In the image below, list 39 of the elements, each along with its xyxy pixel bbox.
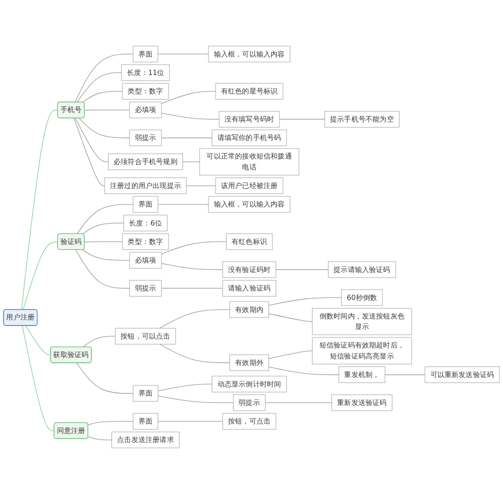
connector: [158, 204, 209, 205]
connector: [22, 325, 55, 432]
connector: [268, 297, 342, 306]
connector: [75, 118, 109, 162]
connector: [159, 344, 230, 364]
connector: [158, 420, 223, 422]
connector: [88, 420, 134, 426]
connector: [279, 118, 326, 120]
connector: [276, 269, 329, 270]
connector: [82, 336, 116, 348]
connector: [158, 395, 234, 404]
connector: [21, 110, 58, 310]
connector: [161, 241, 227, 254]
connector: [74, 118, 106, 186]
connector: [161, 112, 220, 120]
connector: [88, 436, 112, 440]
connector: [76, 250, 130, 289]
connector: [159, 309, 230, 328]
connector: [268, 366, 340, 376]
connector: [158, 384, 212, 392]
connector: [22, 242, 58, 310]
connector: [76, 362, 134, 394]
connector: [74, 54, 134, 102]
connector: [82, 90, 123, 103]
connector: [25, 325, 52, 356]
connector: [161, 288, 223, 289]
connector: [268, 313, 313, 322]
connector: [84, 241, 123, 242]
connector: [268, 350, 313, 359]
connector: [264, 402, 332, 404]
connector: [161, 90, 216, 104]
connector: [76, 72, 122, 102]
connector: [186, 185, 216, 186]
connector: [384, 374, 426, 376]
connector: [82, 250, 130, 261]
connector: [76, 204, 134, 234]
connector: [82, 222, 124, 234]
connector: [78, 118, 130, 138]
connector: [161, 263, 223, 270]
